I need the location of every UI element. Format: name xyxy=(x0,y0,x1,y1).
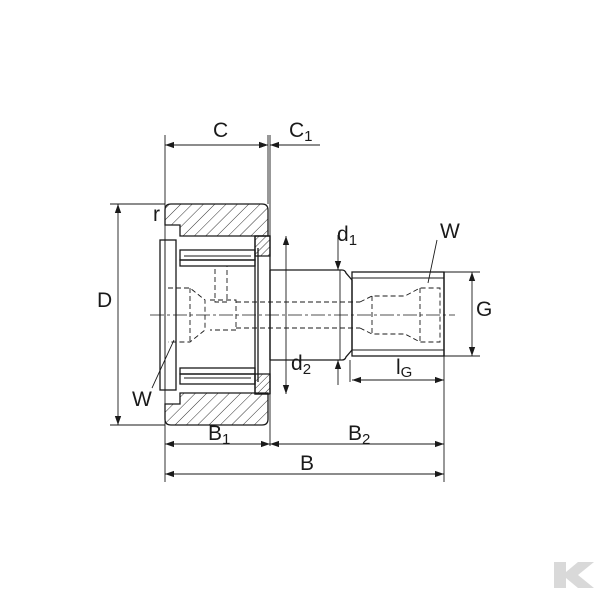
dim-label-c: C xyxy=(213,119,228,142)
dim-label-b1: B1 xyxy=(208,422,230,448)
dim-label-r: r xyxy=(153,203,160,226)
extension-lines xyxy=(110,135,480,482)
dim-label-lg: lG xyxy=(396,356,412,381)
kramp-k-logo-icon xyxy=(554,562,594,588)
dim-label-w-bottom: W xyxy=(132,388,152,411)
threaded-end xyxy=(351,271,445,357)
dim-label-c1: C1 xyxy=(289,119,313,145)
outer-ring xyxy=(164,203,269,426)
needle-rollers xyxy=(179,249,256,385)
dimension-lines xyxy=(114,135,476,478)
dim-label-w-top: W xyxy=(440,220,460,243)
dim-label-d2: d2 xyxy=(291,352,311,378)
dim-label-b: B xyxy=(300,452,314,475)
dim-label-d-outer: D xyxy=(97,289,112,312)
dim-label-d1: d1 xyxy=(337,223,357,249)
dim-label-b2: B2 xyxy=(348,422,370,448)
dim-label-g: G xyxy=(476,298,492,321)
